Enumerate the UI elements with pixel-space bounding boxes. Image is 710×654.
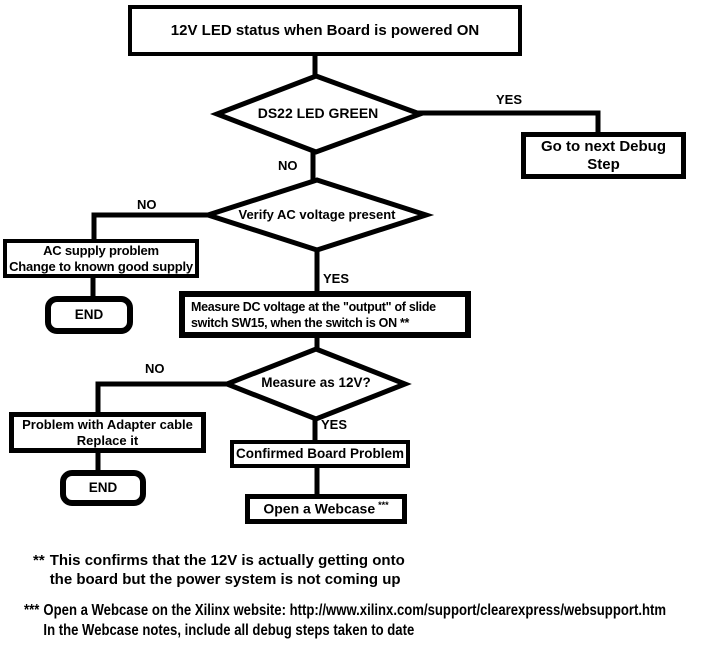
footnote-1-marker: **	[33, 552, 45, 569]
footnote-2-lines: Open a Webcase on the Xilinx website: ht…	[43, 601, 666, 641]
footnote-2-marker: ***	[24, 602, 40, 619]
node-go-next-debug-step: Go to next Debug Step	[521, 132, 686, 179]
connector-ds22-yes-to-gonext	[415, 110, 601, 140]
decision-ds22-label: DS22 LED GREEN	[257, 105, 379, 121]
node-go-next-line1: Go to next Debug	[541, 137, 666, 155]
decision-diamond-measure-12v	[220, 346, 412, 422]
node-confirmed-board-problem: Confirmed Board Problem	[230, 440, 410, 468]
node-measure-dc-line2: switch SW15, when the switch is ON **	[191, 315, 410, 330]
decision-verify-ac-label: Verify AC voltage present	[238, 207, 396, 222]
footnote-1-line1: This confirms that the 12V is actually g…	[49, 552, 405, 569]
node-ac-problem-line2: Change to known good supply	[9, 258, 193, 274]
edge-label-no-ds22: NO	[278, 158, 298, 173]
node-end-1: END	[45, 296, 133, 334]
node-open-webcase-label-row: Open a Webcase***	[263, 500, 388, 517]
footnote-webcase-url: *** Open a Webcase on the Xilinx website…	[24, 601, 666, 641]
node-adapter-problem: Problem with Adapter cable Replace it	[9, 412, 206, 453]
node-measure-dc-line1: Measure DC voltage at the "output" of sl…	[191, 299, 436, 314]
edge-label-yes-verify-ac: YES	[323, 271, 350, 286]
edge-label-no-measure-12v: NO	[145, 361, 165, 376]
footnote-1-line2: the board but the power system is not co…	[49, 571, 401, 588]
node-adapter-line2: Replace it	[76, 432, 139, 448]
node-measure-dc-voltage: Measure DC voltage at the "output" of sl…	[179, 291, 471, 338]
decision-diamond-verify-ac	[199, 177, 435, 253]
node-title-label: 12V LED status when Board is powered ON	[170, 21, 480, 39]
node-open-webcase-asterisks: ***	[378, 500, 389, 511]
node-go-next-line2: Step	[587, 155, 620, 173]
node-adapter-line1: Problem with Adapter cable	[22, 417, 193, 432]
connector-measure12v-no-to-adapter	[95, 381, 230, 416]
node-open-webcase: Open a Webcase***	[245, 494, 407, 524]
connector-verifyac-no-to-acproblem	[91, 212, 212, 243]
node-end-1-label: END	[74, 306, 104, 322]
node-end-2: END	[60, 470, 146, 506]
edge-label-no-verify-ac: NO	[137, 197, 157, 212]
node-confirmed-label: Confirmed Board Problem	[235, 445, 405, 461]
footnote-1-lines: This confirms that the 12V is actually g…	[50, 551, 405, 589]
decision-measure-12v-label: Measure as 12V?	[261, 375, 371, 390]
node-title-box: 12V LED status when Board is powered ON	[128, 5, 522, 56]
node-end-2-label: END	[88, 479, 118, 495]
footnote-2-line2: In the Webcase notes, include all debug …	[43, 622, 415, 639]
decision-diamond-ds22	[210, 73, 428, 155]
node-open-webcase-label: Open a Webcase	[263, 500, 376, 517]
edge-label-yes-measure-12v: YES	[321, 417, 348, 432]
footnote-12v-confirm: ** This confirms that the 12V is actuall…	[33, 551, 405, 589]
footnote-2-line1: Open a Webcase on the Xilinx website: ht…	[43, 602, 667, 619]
node-ac-supply-problem: AC supply problem Change to known good s…	[3, 239, 199, 278]
edge-label-yes-ds22: YES	[496, 92, 523, 107]
node-ac-problem-line1: AC supply problem	[43, 243, 159, 258]
